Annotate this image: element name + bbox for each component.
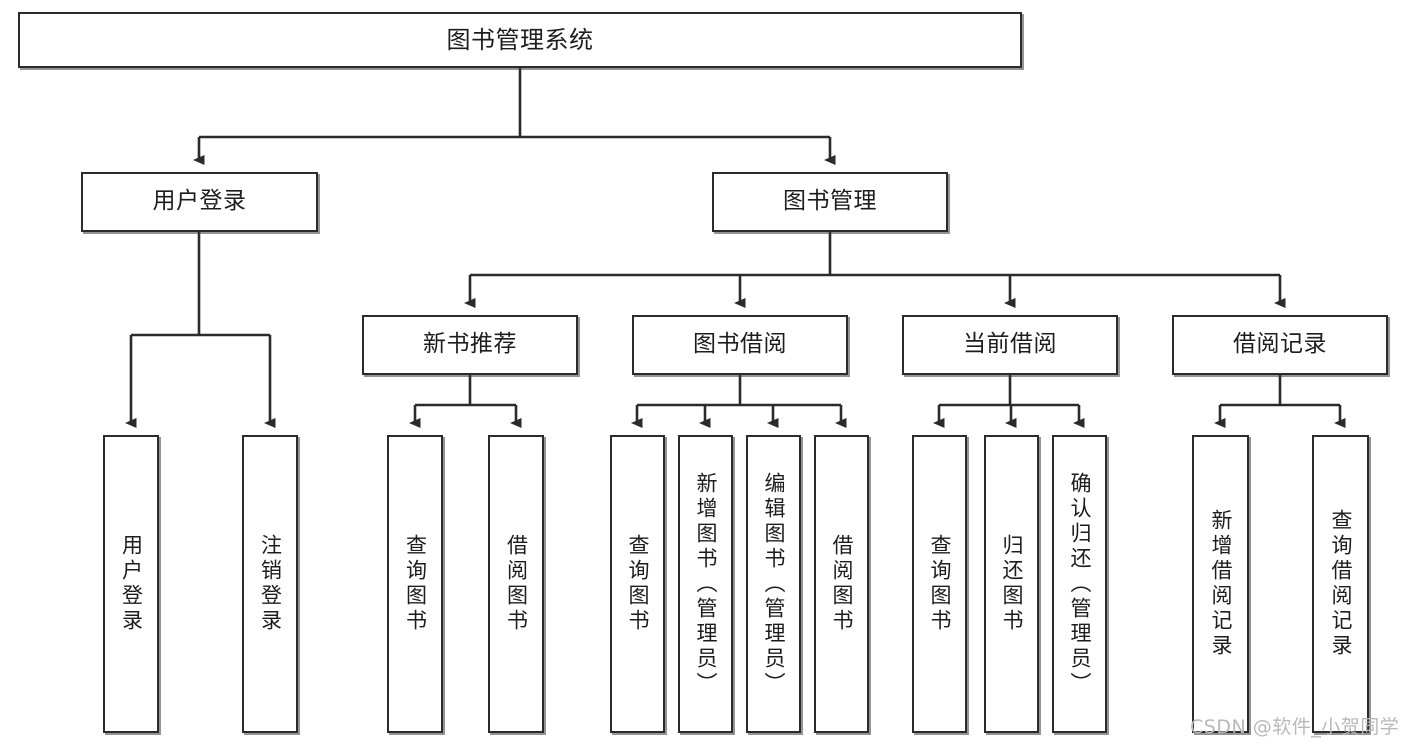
node-label: 图书借阅 xyxy=(693,331,787,358)
node-label: 图书管理系统 xyxy=(446,25,594,54)
leaf-query-book-current[interactable]: 查询图书 xyxy=(912,435,967,733)
node-borrowing-record[interactable]: 借阅记录 xyxy=(1172,315,1388,375)
node-label: 查询图书 xyxy=(626,534,650,634)
node-book-borrowing[interactable]: 图书借阅 xyxy=(632,315,848,375)
node-book-management[interactable]: 图书管理 xyxy=(712,172,948,232)
node-label: 当前借阅 xyxy=(963,331,1057,358)
node-label: 查询借阅记录 xyxy=(1329,509,1353,659)
node-label: 借阅图书 xyxy=(830,534,854,634)
leaf-confirm-return-admin[interactable]: 确认归还（管理员） xyxy=(1052,435,1107,733)
leaf-query-book-borrowing[interactable]: 查询图书 xyxy=(610,435,665,733)
node-user-login[interactable]: 用户登录 xyxy=(81,172,318,232)
leaf-add-borrowing-record[interactable]: 新增借阅记录 xyxy=(1192,435,1249,733)
node-label: 新增图书（管理员） xyxy=(694,471,718,697)
leaf-query-borrowing-record[interactable]: 查询借阅记录 xyxy=(1312,435,1369,733)
node-root-book-management-system[interactable]: 图书管理系统 xyxy=(18,12,1022,68)
node-label: 确认归还（管理员） xyxy=(1068,471,1092,697)
node-label: 用户登录 xyxy=(119,534,144,634)
csdn-watermark: CSDN @软件_小贺同学 xyxy=(1190,716,1400,738)
leaf-edit-book-admin[interactable]: 编辑图书（管理员） xyxy=(746,435,801,733)
node-label: 新书推荐 xyxy=(423,331,517,358)
leaf-borrow-book-recommendation[interactable]: 借阅图书 xyxy=(488,435,544,733)
node-label: 新增借阅记录 xyxy=(1209,509,1233,659)
node-label: 编辑图书（管理员） xyxy=(762,471,786,697)
leaf-add-book-admin[interactable]: 新增图书（管理员） xyxy=(678,435,733,733)
leaf-borrow-book-borrowing[interactable]: 借阅图书 xyxy=(814,435,869,733)
node-label: 借阅图书 xyxy=(504,534,529,634)
leaf-logout[interactable]: 注销登录 xyxy=(242,435,298,733)
leaf-user-login[interactable]: 用户登录 xyxy=(103,435,159,733)
node-new-book-recommendation[interactable]: 新书推荐 xyxy=(362,315,578,375)
node-label: 查询图书 xyxy=(403,534,428,634)
node-label: 注销登录 xyxy=(258,534,283,634)
node-label: 查询图书 xyxy=(928,534,952,634)
node-label: 归还图书 xyxy=(1000,534,1024,634)
leaf-return-book[interactable]: 归还图书 xyxy=(984,435,1039,733)
leaf-query-book-recommendation[interactable]: 查询图书 xyxy=(387,435,443,733)
node-current-borrowing[interactable]: 当前借阅 xyxy=(902,315,1118,375)
node-label: 借阅记录 xyxy=(1233,331,1327,358)
node-label: 用户登录 xyxy=(152,188,247,215)
node-label: 图书管理 xyxy=(783,188,877,215)
